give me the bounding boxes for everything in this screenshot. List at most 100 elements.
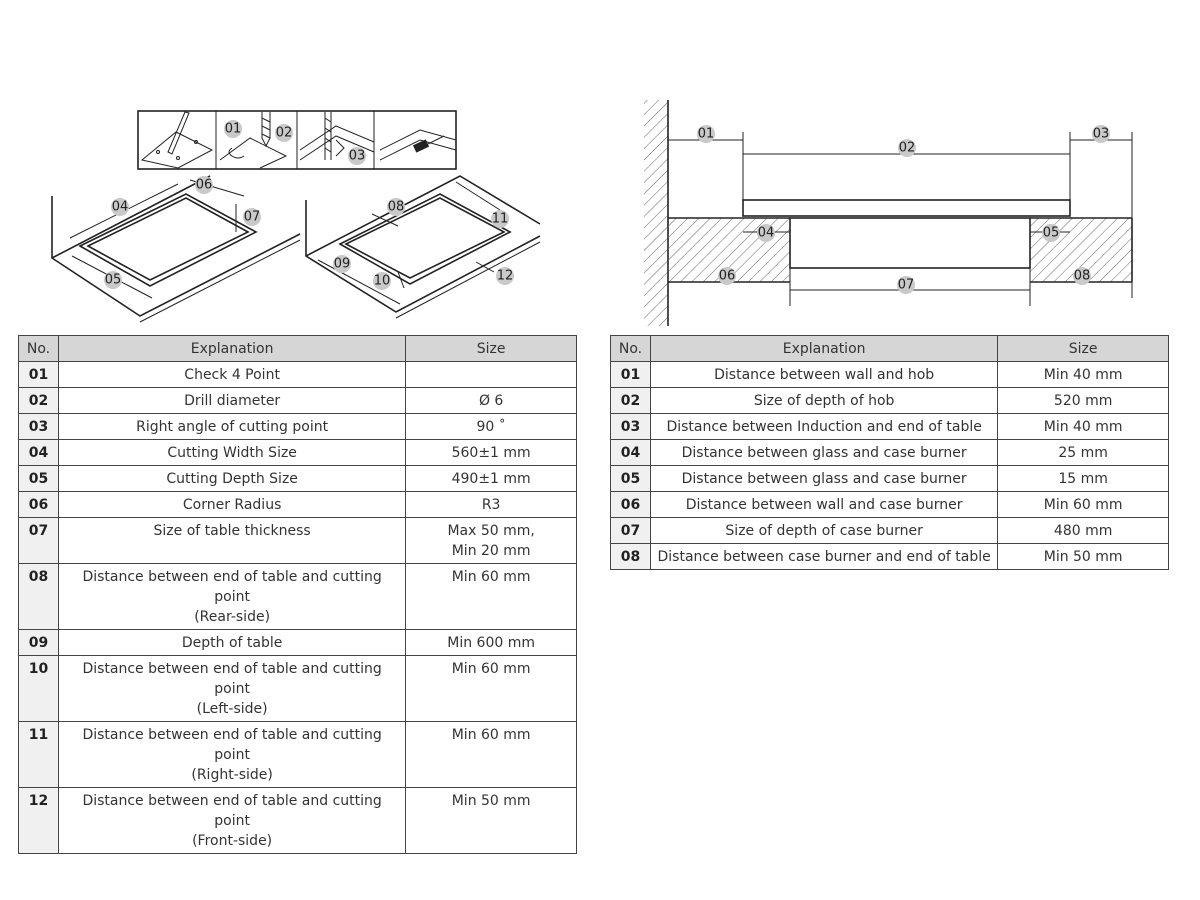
row-size: 25 mm (997, 439, 1169, 466)
callout-12: 12 (496, 267, 514, 285)
svg-text:12: 12 (497, 269, 514, 284)
row-no: 04 (18, 439, 59, 466)
row-explanation: Distance between Induction and end of ta… (649, 413, 999, 440)
row-size: Min 60 mm (405, 563, 577, 630)
size-line-1: Max 50 mm, (447, 523, 535, 539)
row-size: Min 60 mm (405, 655, 577, 722)
svg-text:05: 05 (1043, 226, 1060, 241)
row-no: 09 (18, 629, 59, 656)
svg-text:04: 04 (758, 226, 775, 241)
svg-text:08: 08 (388, 200, 405, 215)
row-explanation: Distance between wall and hob (649, 361, 999, 388)
row-explanation: Size of depth of case burner (649, 517, 999, 544)
svg-text:06: 06 (719, 269, 736, 284)
row-no: 10 (18, 655, 59, 722)
row-size: Min 600 mm (405, 629, 577, 656)
row-no: 06 (610, 491, 651, 518)
table-header-row: No. Explanation Size (610, 335, 1169, 362)
header-size: Size (405, 335, 577, 362)
row-explanation: Size of table thickness (57, 517, 407, 564)
row-size: 480 mm (997, 517, 1169, 544)
row-no: 07 (610, 517, 651, 544)
callout-r-07: 07 (897, 276, 915, 294)
row-size: Ø 6 (405, 387, 577, 414)
callout-08: 08 (387, 198, 405, 216)
row-size: 90 ˚ (405, 413, 577, 440)
callout-r-05: 05 (1042, 224, 1060, 242)
svg-text:10: 10 (374, 274, 391, 289)
row-size (405, 361, 577, 388)
row-explanation: Corner Radius (57, 491, 407, 518)
row-size: Min 40 mm (997, 413, 1169, 440)
explanation-line-2: (Left-side) (196, 701, 268, 717)
row-explanation: Distance between end of table and cuttin… (57, 655, 407, 722)
table-header-row: No. Explanation Size (18, 335, 577, 362)
row-no: 11 (18, 721, 59, 788)
explanation-line-1: Distance between end of table and cuttin… (82, 727, 382, 763)
svg-text:04: 04 (112, 200, 129, 215)
header-no: No. (610, 335, 651, 362)
callout-r-02: 02 (898, 139, 916, 157)
cutting-diagram: 01 02 03 04 05 06 07 08 09 10 11 12 (51, 110, 541, 323)
svg-text:09: 09 (334, 257, 351, 272)
row-explanation: Distance between end of table and cuttin… (57, 721, 407, 788)
svg-text:02: 02 (276, 126, 293, 141)
row-no: 01 (610, 361, 651, 388)
row-no: 05 (18, 465, 59, 492)
svg-text:01: 01 (225, 122, 242, 137)
row-explanation: Cutting Depth Size (57, 465, 407, 492)
svg-text:03: 03 (1093, 127, 1110, 142)
svg-text:07: 07 (898, 278, 915, 293)
callout-06: 06 (195, 176, 213, 194)
svg-text:06: 06 (196, 178, 213, 193)
svg-text:03: 03 (349, 149, 366, 164)
row-no: 03 (18, 413, 59, 440)
callout-11: 11 (491, 210, 509, 228)
table-row: 11 Distance between end of table and cutt… (18, 721, 577, 788)
row-explanation: Drill diameter (57, 387, 407, 414)
explanation-line-2: (Rear-side) (194, 609, 271, 625)
row-size: Min 60 mm (997, 491, 1169, 518)
svg-text:08: 08 (1074, 269, 1091, 284)
header-explanation: Explanation (57, 335, 407, 362)
row-size: Min 50 mm (997, 543, 1169, 570)
callout-05: 05 (104, 271, 122, 289)
row-no: 02 (18, 387, 59, 414)
callout-09: 09 (333, 255, 351, 273)
row-size: 15 mm (997, 465, 1169, 492)
callout-r-08: 08 (1073, 267, 1091, 285)
explanation-line-2: (Right-side) (191, 767, 273, 783)
row-no: 05 (610, 465, 651, 492)
svg-text:02: 02 (899, 141, 916, 156)
callout-r-04: 04 (757, 224, 775, 242)
row-no: 06 (18, 491, 59, 518)
header-no: No. (18, 335, 59, 362)
row-size: 560±1 mm (405, 439, 577, 466)
row-no: 12 (18, 787, 59, 854)
table-row: 12 Distance between end of table and cutt… (18, 787, 577, 854)
explanation-line-2: (Front-side) (192, 833, 273, 849)
row-no: 07 (18, 517, 59, 564)
size-line-2: Min 20 mm (451, 543, 531, 559)
row-size: Min 50 mm (405, 787, 577, 854)
explanation-line-1: Distance between end of table and cuttin… (82, 793, 382, 829)
row-size: R3 (405, 491, 577, 518)
row-no: 08 (610, 543, 651, 570)
